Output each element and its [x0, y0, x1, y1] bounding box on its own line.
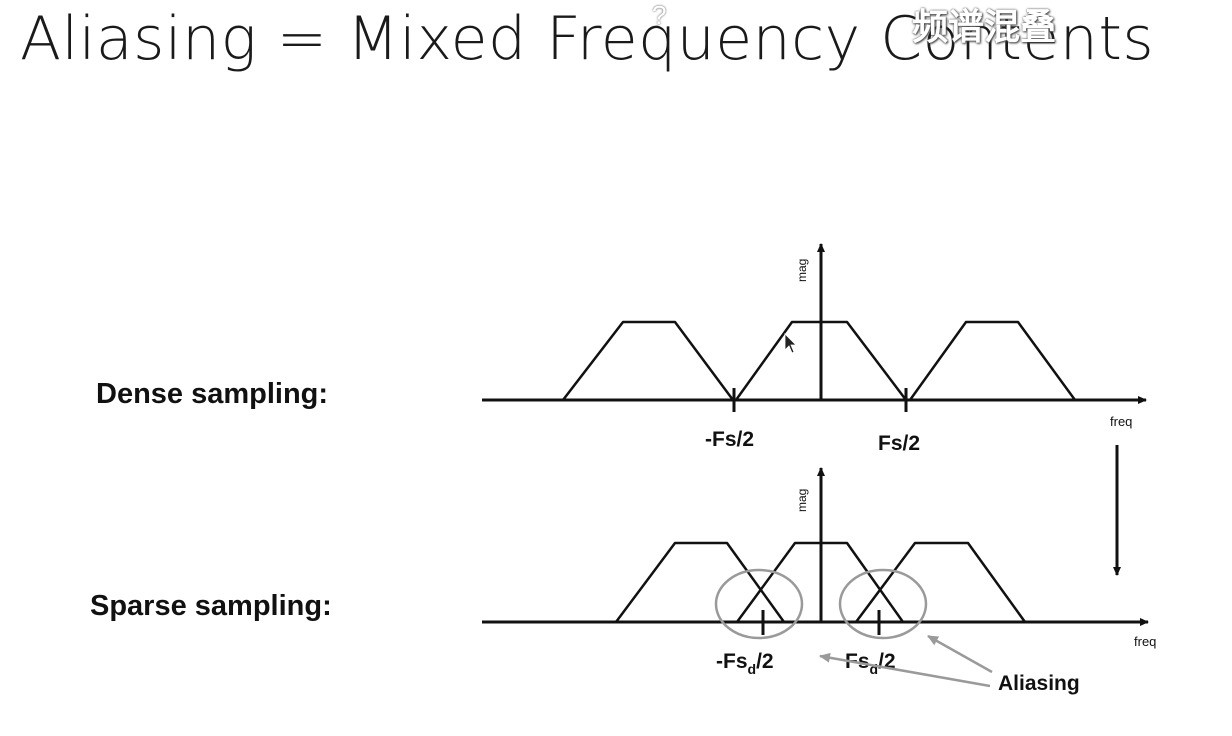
aliasing-circle-right	[838, 568, 928, 640]
sparse-replica-right	[854, 541, 1027, 623]
dense-replica-right	[908, 320, 1077, 401]
slide-title: Aliasing = Mixed Frequency Contents	[20, 4, 1155, 74]
sparse-replica-left	[614, 541, 786, 623]
aliasing-arrow-left	[819, 652, 991, 688]
dense-tick-left-label: -Fs/2	[705, 428, 754, 451]
sparse-freq-label: freq	[1134, 634, 1156, 649]
sparse-replica-center	[735, 541, 905, 623]
dense-sampling-label: Dense sampling:	[96, 378, 329, 410]
dense-freq-label: freq	[1110, 414, 1132, 429]
sparse-tick-right-label: Fsd/2	[845, 650, 896, 677]
dense-spectrum: mag freq -Fs/2 Fs/2	[482, 243, 1147, 455]
sparse-mag-label: mag	[795, 489, 809, 512]
aliasing-arrow-right	[927, 634, 993, 674]
sparse-tick-left-label: -Fsd/2	[716, 650, 774, 677]
chinese-subtitle: 频谱混叠	[912, 7, 1057, 48]
dense-tick-right-label: Fs/2	[878, 432, 920, 455]
aliasing-annotation: Aliasing	[998, 672, 1080, 695]
sparse-sampling-label: Sparse sampling:	[90, 590, 332, 622]
mouse-cursor-icon	[784, 333, 797, 354]
dense-replica-left	[562, 320, 735, 401]
aliasing-circle-left	[714, 568, 804, 640]
sparse-spectrum: mag freq -Fsd/2 Fsd/2 Aliasing	[482, 467, 1156, 695]
dense-replica-center	[734, 320, 907, 401]
dense-mag-label: mag	[795, 259, 809, 282]
question-mark-icon: ?	[652, 0, 667, 30]
